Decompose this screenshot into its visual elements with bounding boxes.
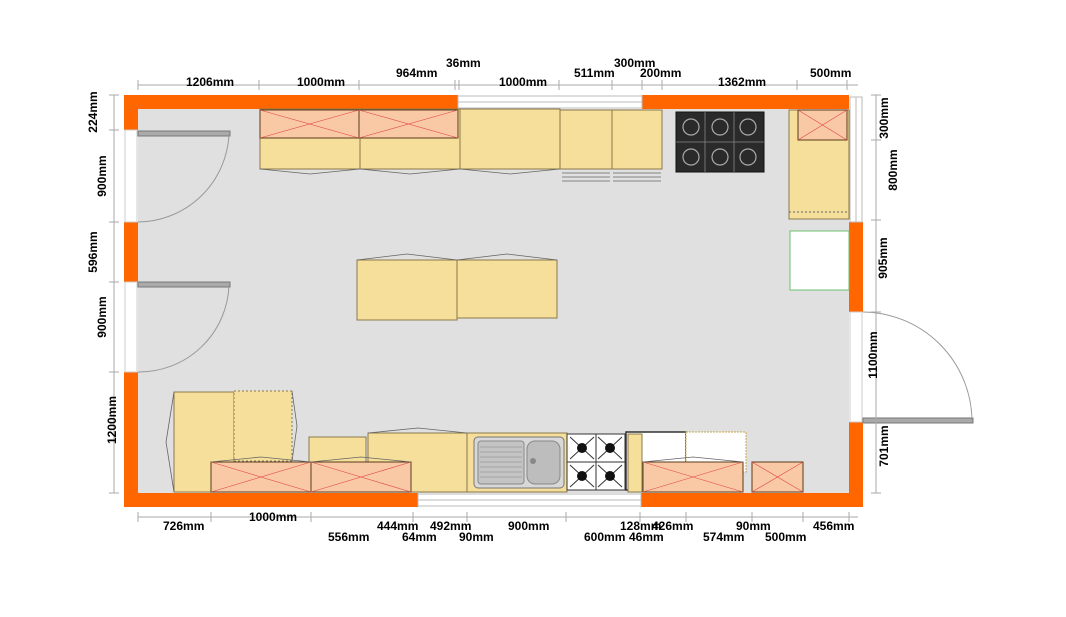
dim-label: 36mm [446,56,481,70]
base-cabinet[interactable] [459,108,561,170]
dim-label: 964mm [396,66,437,80]
top-wall-cabinets [259,109,459,139]
dim-label: 905mm [876,237,890,278]
dim-label: 128mm [620,519,661,533]
bottom-left-cabinets [165,390,298,493]
wall-bottom-left [124,493,418,507]
dim-label: 500mm [765,530,806,544]
windows [417,95,863,507]
dimensions-bottom: 726mm 1000mm 444mm 492mm 900mm 128mm 426… [163,510,854,544]
tall-cabinet[interactable] [233,390,293,462]
gas-hob-bottom[interactable] [566,433,626,491]
sink[interactable] [473,436,565,489]
dimensions-left: 224mm 900mm 596mm 900mm 1200mm [86,91,119,444]
island-cabinet[interactable] [456,259,558,319]
wall-right-2 [849,422,863,507]
dim-label: 900mm [95,155,109,196]
base-cabinet[interactable] [611,109,663,170]
dim-label: 300mm [614,56,655,70]
dim-label: 90mm [736,519,771,533]
walls [124,95,863,507]
dim-label: 1200mm [105,396,119,444]
dim-label: 900mm [508,519,549,533]
dim-label: 1100mm [866,331,880,378]
wall-top-right [642,95,849,109]
island [356,253,558,321]
dim-label: 444mm [377,519,418,533]
dim-label: 1000mm [499,75,547,89]
dim-label: 900mm [95,296,109,337]
dim-label: 500mm [810,66,851,80]
dim-label: 492mm [430,519,471,533]
dimensions-top: 1206mm 1000mm 964mm 36mm 1000mm 511mm 30… [186,56,851,89]
dim-label: 800mm [886,149,900,190]
dim-label: 1206mm [186,75,234,89]
dim-label: 64mm [402,530,437,544]
base-cabinet[interactable] [627,433,643,493]
dim-label: 556mm [328,530,369,544]
dim-label: 574mm [703,530,744,544]
doors [124,129,974,424]
wall-top-left [124,95,458,109]
dim-label: 1000mm [297,75,345,89]
wall-left-3 [124,372,138,507]
door-left-lower[interactable] [137,281,231,288]
door-right[interactable] [862,417,974,424]
door-left-upper[interactable] [137,130,231,137]
base-cabinet[interactable] [559,109,613,170]
dim-label: 1000mm [249,510,297,524]
fridge[interactable] [789,230,850,291]
wall-left-1 [124,95,138,130]
dimension-lines [109,80,881,522]
dim-label: 300mm [877,97,891,138]
dim-label: 511mm [574,66,615,80]
bottom-right-units [625,431,804,493]
island-cabinet[interactable] [356,259,458,321]
dim-label: 456mm [813,519,854,533]
dim-label: 600mm [584,530,625,544]
wall-left-2 [124,222,138,282]
dim-label: 46mm [629,530,664,544]
dim-label: 90mm [459,530,494,544]
dim-label: 200mm [640,66,681,80]
dimensions-right: 300mm 800mm 905mm 1100mm 701mm [866,97,900,466]
dim-label: 1362mm [718,75,766,89]
dim-label: 224mm [86,91,100,132]
dim-label: 701mm [877,425,891,466]
dim-label: 726mm [163,519,204,533]
wall-right-1 [849,222,863,312]
bottom-wall-cabinets [210,456,412,493]
gas-hob-top[interactable] [675,111,765,173]
dim-label: 426mm [652,519,693,533]
wall-bottom-right [641,493,863,507]
dim-label: 596mm [86,231,100,272]
